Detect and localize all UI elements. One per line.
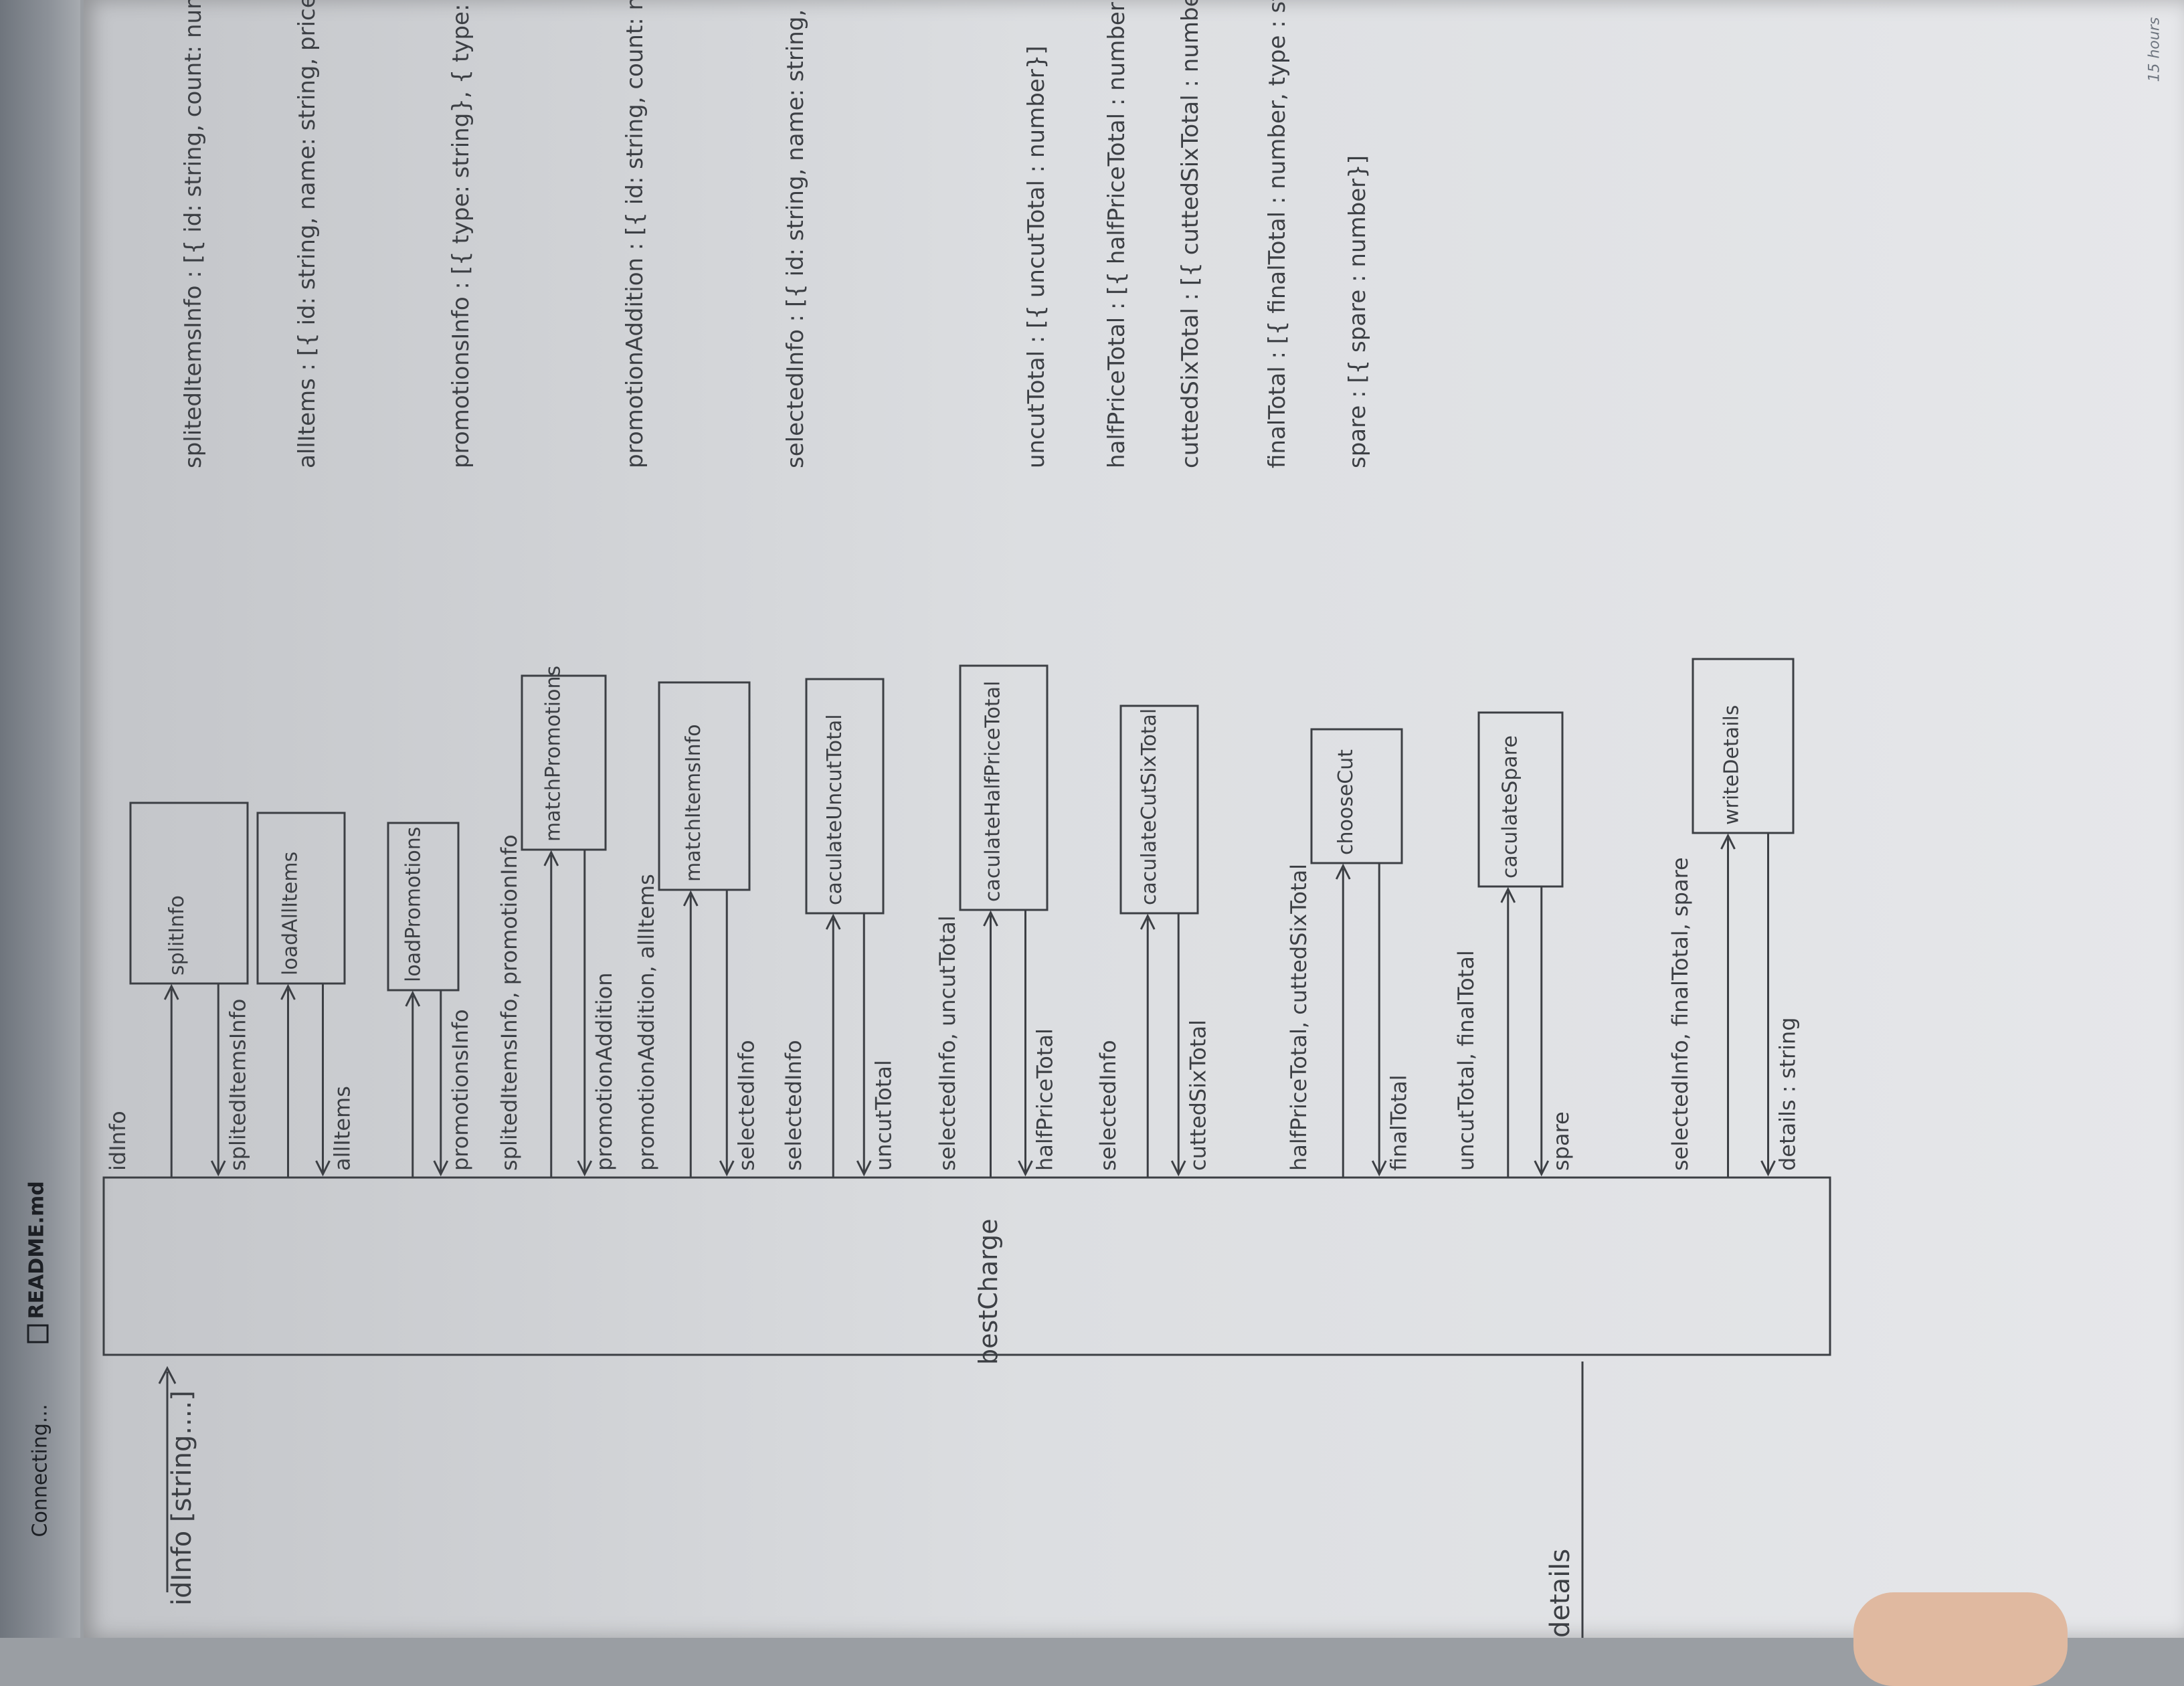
output-param-label: finalTotal [1386, 1074, 1411, 1171]
output-arrow-head [719, 1160, 735, 1177]
paper-sheet [84, 0, 2184, 1638]
function-7: caculateHalfPriceTotal selectedInfo, uncu… [935, 664, 1058, 1178]
function-name: matchItemsInfo [682, 724, 705, 882]
function-name: loadPromotions [401, 827, 425, 982]
output-arrow-head [1371, 1160, 1387, 1177]
function-name: writeDetails [1720, 705, 1744, 825]
function-9: chooseCut halfPriceTotal, cuttedSixTotal f… [1286, 728, 1411, 1178]
input-arrow-head [682, 890, 699, 907]
flow-diagram: bestCharge idInfo [string....] details s… [102, 0, 1831, 1638]
function-4: matchPromotions splitedItemsInfo, promoti… [496, 666, 617, 1178]
input-arrow-head [1720, 833, 1736, 850]
output-param-label: cuttedSixTotal [1185, 1020, 1210, 1171]
input-arrow-head [405, 990, 421, 1007]
type-definition: spare : [{ spare : number}] [1344, 155, 1371, 468]
function-name: caculateHalfPriceTotal [982, 681, 1005, 902]
input-arrow-head [163, 983, 179, 1000]
function-6: caculateUncutTotal selectedInfo uncutTotal [781, 678, 896, 1178]
output-arrow-head [856, 1160, 872, 1177]
output-arrow-head [433, 1160, 449, 1177]
output-arrow-head [1760, 1160, 1776, 1177]
output-arrow-head [210, 1160, 226, 1177]
output-param-label: spare [1548, 1111, 1574, 1171]
function-box [387, 822, 460, 992]
output-param-label: promotionAddition [592, 972, 617, 1171]
input-param-label: selectedInfo, uncutTotal [935, 915, 960, 1171]
function-8: caculateCutSixTotal selectedInfo cuttedSix… [1095, 705, 1210, 1178]
output-arrow-head [1018, 1160, 1033, 1177]
type-definition: finalTotal : [{ finalTotal : number, typ… [1264, 0, 1291, 468]
input-arrow-head [1335, 863, 1351, 880]
function-box [1119, 705, 1199, 915]
function-box [959, 664, 1049, 911]
input-param-label: selectedInfo [781, 1040, 806, 1171]
function-3: loadPromotions promotionsInfo [387, 822, 473, 1178]
function-10: caculateSpare uncutTotal, finalTotal spare [1453, 711, 1574, 1178]
output-param-label: allItems [330, 1086, 355, 1171]
function-name: caculateUncutTotal [823, 714, 846, 905]
type-definition: promotionsInfo : [{ type: string}, { typ… [448, 0, 474, 468]
function-box [805, 678, 885, 915]
input-label: idInfo [string....] [167, 1390, 197, 1606]
function-name: caculateSpare [1498, 735, 1522, 878]
type-definition: selectedInfo : [{ id: string, name: stri… [782, 0, 809, 468]
function-name: loadAllItems [279, 852, 302, 975]
type-definition: halfPriceTotal : [{ halfPriceTotal : num… [1103, 0, 1130, 468]
input-param-label: idInfo [105, 1111, 130, 1171]
output-arrow-head [1170, 1160, 1186, 1177]
output-param-label: splitedItemsInfo [225, 999, 250, 1171]
input-arrow-head [158, 1366, 177, 1384]
editor-sidebar-strip [0, 0, 80, 1638]
function-name: splitInfo [165, 895, 189, 975]
type-definition: uncutTotal : [{ uncutTotal : number}] [1023, 45, 1050, 468]
input-arrow-head [825, 913, 841, 930]
type-definition: cuttedSixTotal : [{ cuttedSixTotal : num… [1177, 0, 1204, 468]
output-arrow-head [315, 1160, 331, 1177]
output-param-label: uncutTotal [871, 1060, 896, 1171]
input-param-label: selectedInfo, finalTotal, spare [1667, 857, 1693, 1171]
output-param-label: promotionsInfo [448, 1009, 473, 1171]
function-box [1477, 711, 1564, 888]
output-param-label: selectedInfo [733, 1040, 759, 1171]
function-box [658, 681, 751, 891]
main-function-box [102, 1176, 1831, 1356]
function-11: writeDetails selectedInfo, finalTotal, sp… [1667, 658, 1801, 1178]
type-definition: promotionAddition : [{ id: string, count… [622, 0, 648, 468]
output-arrow-head [577, 1160, 593, 1177]
type-definition: splitedItemsInfo : [{ id: string, count:… [180, 0, 207, 468]
output-arrow-head [1534, 1160, 1550, 1177]
function-name: caculateCutSixTotal [1138, 709, 1161, 905]
output-param-label: halfPriceTotal [1032, 1028, 1058, 1171]
input-param-label: promotionAddition, allItems [634, 874, 659, 1171]
function-box [1310, 728, 1403, 864]
input-param-label: selectedInfo [1095, 1040, 1121, 1171]
function-box [129, 802, 249, 985]
input-arrow-head [1500, 886, 1516, 903]
output-param-label: details : string [1775, 1017, 1801, 1171]
input-param-label: halfPriceTotal, cuttedSixTotal [1286, 864, 1311, 1171]
input-arrow-head [1140, 913, 1156, 930]
function-box [521, 674, 607, 851]
function-2: loadAllItems allItems [256, 812, 355, 1178]
input-param-label: uncutTotal, finalTotal [1453, 950, 1479, 1171]
function-box [256, 812, 346, 985]
input-param-label: splitedItemsInfo, promotionInfo [496, 834, 522, 1171]
function-box [1692, 658, 1795, 834]
input-arrow-head [983, 910, 998, 927]
function-name: chooseCut [1334, 749, 1358, 855]
function-5: matchItemsInfo promotionAddition, allItem… [634, 681, 759, 1178]
type-definitions: splitedItemsInfo : [{ id: string, count:… [180, 0, 1371, 468]
function-name: matchPromotions [541, 666, 565, 842]
type-definition: allItems : [{ id: string, name: string, … [294, 0, 321, 468]
main-function-label: bestCharge [974, 1218, 1003, 1365]
function-1: splitInfo idInfo splitedItemsInfo [105, 802, 250, 1178]
output-label: details [1545, 1549, 1576, 1638]
input-arrow-head [543, 850, 559, 866]
input-arrow-head [280, 983, 296, 1000]
